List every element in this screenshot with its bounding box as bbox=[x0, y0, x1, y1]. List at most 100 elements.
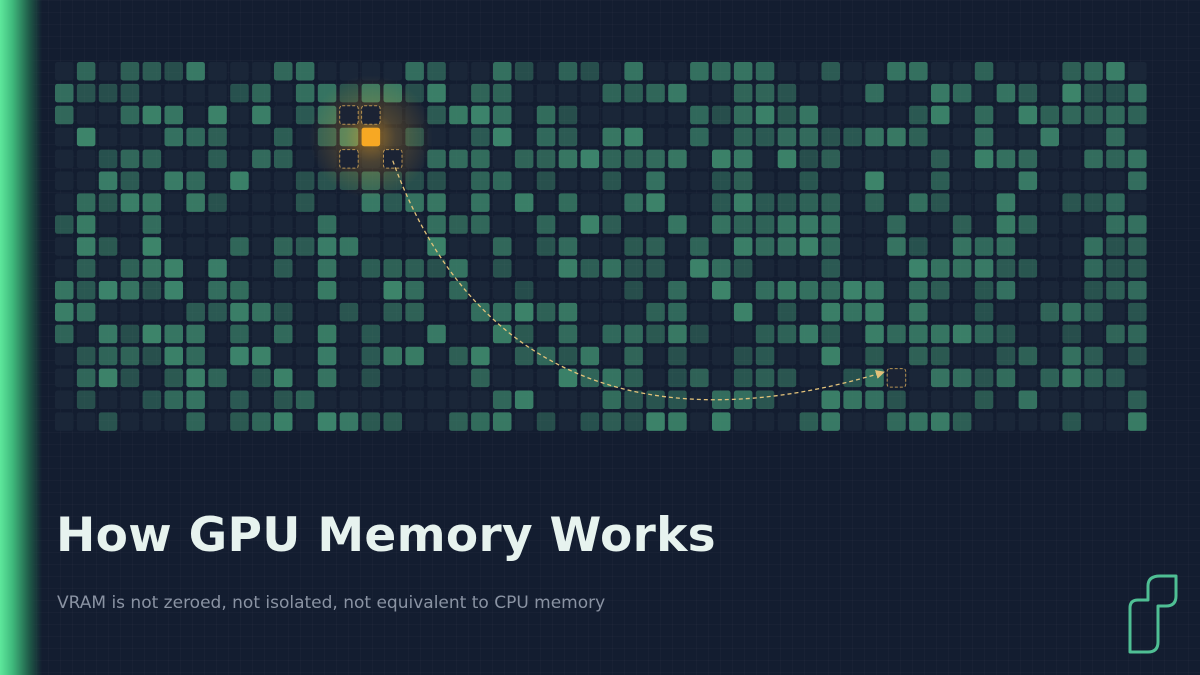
memory-cell bbox=[1040, 302, 1059, 322]
memory-cell bbox=[427, 215, 446, 234]
memory-cell bbox=[952, 127, 972, 147]
memory-cell bbox=[580, 302, 600, 322]
memory-cell bbox=[405, 390, 424, 409]
memory-cell bbox=[164, 127, 183, 147]
memory-cell bbox=[317, 237, 337, 256]
memory-cell bbox=[383, 215, 402, 234]
memory-cell bbox=[164, 302, 183, 322]
memory-cell bbox=[76, 302, 96, 322]
memory-cell bbox=[887, 215, 906, 234]
memory-cell bbox=[777, 302, 797, 322]
memory-cell bbox=[602, 281, 621, 300]
memory-cell bbox=[98, 215, 118, 234]
memory-cell bbox=[733, 62, 753, 81]
memory-cell bbox=[580, 390, 600, 409]
memory-cell bbox=[295, 346, 315, 366]
memory-cell bbox=[865, 390, 884, 409]
memory-cell bbox=[843, 259, 862, 278]
memory-cell bbox=[186, 193, 205, 212]
memory-cell bbox=[799, 193, 819, 212]
memory-cell bbox=[712, 62, 731, 81]
memory-cell bbox=[624, 105, 643, 125]
memory-cell bbox=[514, 62, 534, 81]
memory-cell bbox=[909, 324, 928, 344]
memory-cell bbox=[164, 193, 183, 212]
memory-cell bbox=[733, 281, 753, 300]
memory-cell bbox=[536, 324, 556, 344]
memory-cell bbox=[361, 368, 381, 388]
memory-cell bbox=[427, 390, 446, 409]
memory-cell bbox=[712, 127, 731, 147]
memory-cell bbox=[317, 324, 337, 344]
memory-cell bbox=[76, 215, 96, 234]
memory-cell bbox=[252, 368, 271, 388]
memory-cell bbox=[493, 237, 512, 256]
memory-cell bbox=[624, 127, 643, 147]
memory-cell bbox=[996, 62, 1016, 81]
memory-cell bbox=[821, 390, 840, 409]
memory-cell bbox=[996, 259, 1016, 278]
memory-cell bbox=[186, 237, 205, 256]
memory-cell bbox=[493, 171, 512, 190]
memory-cell bbox=[471, 346, 490, 366]
memory-cell bbox=[690, 302, 709, 322]
memory-cell bbox=[164, 215, 183, 234]
memory-cell bbox=[821, 281, 840, 300]
memory-cell bbox=[536, 412, 556, 431]
memory-cell bbox=[55, 324, 74, 344]
memory-cell bbox=[974, 412, 994, 431]
memory-cell bbox=[427, 193, 446, 212]
memory-cell bbox=[974, 62, 994, 81]
memory-cell bbox=[55, 127, 74, 147]
memory-cell bbox=[1040, 237, 1059, 256]
memory-cell bbox=[339, 346, 359, 366]
memory-cell bbox=[1106, 324, 1125, 344]
memory-cell bbox=[1018, 149, 1038, 169]
memory-cell bbox=[98, 237, 118, 256]
memory-cell bbox=[274, 193, 293, 212]
neighbor-cell-outline bbox=[339, 149, 359, 169]
memory-cell bbox=[120, 127, 140, 147]
memory-cell bbox=[383, 412, 402, 431]
memory-cell bbox=[646, 368, 665, 388]
memory-cell bbox=[1018, 368, 1038, 388]
memory-cell bbox=[602, 171, 621, 190]
memory-cell bbox=[755, 302, 775, 322]
memory-cell bbox=[1062, 346, 1081, 366]
memory-cell bbox=[427, 368, 446, 388]
memory-cell bbox=[142, 281, 162, 300]
memory-cell bbox=[865, 83, 884, 103]
memory-cell bbox=[274, 390, 293, 409]
memory-cell bbox=[624, 149, 643, 169]
memory-cell bbox=[646, 302, 665, 322]
memory-cell bbox=[449, 193, 468, 212]
memory-cell bbox=[821, 149, 840, 169]
memory-cell bbox=[952, 193, 972, 212]
memory-cell bbox=[317, 281, 337, 300]
memory-cell bbox=[1040, 62, 1059, 81]
memory-cell bbox=[471, 62, 490, 81]
memory-cell bbox=[449, 237, 468, 256]
memory-cell bbox=[712, 193, 731, 212]
memory-cell bbox=[98, 105, 118, 125]
memory-cell bbox=[821, 171, 840, 190]
memory-cell bbox=[427, 259, 446, 278]
memory-cell bbox=[1084, 324, 1103, 344]
memory-cell bbox=[449, 83, 468, 103]
memory-cell bbox=[843, 302, 862, 322]
memory-cell bbox=[777, 390, 797, 409]
memory-cell bbox=[493, 346, 512, 366]
memory-cell bbox=[295, 412, 315, 431]
memory-cell bbox=[668, 127, 687, 147]
memory-cell bbox=[712, 171, 731, 190]
memory-cell bbox=[755, 237, 775, 256]
memory-cell bbox=[733, 412, 753, 431]
memory-cell bbox=[1128, 171, 1147, 190]
memory-cell bbox=[777, 105, 797, 125]
memory-cell bbox=[952, 215, 972, 234]
memory-cell bbox=[493, 390, 512, 409]
memory-cell bbox=[624, 83, 643, 103]
memory-cell bbox=[295, 368, 315, 388]
memory-cell bbox=[142, 149, 162, 169]
memory-cell bbox=[887, 171, 906, 190]
